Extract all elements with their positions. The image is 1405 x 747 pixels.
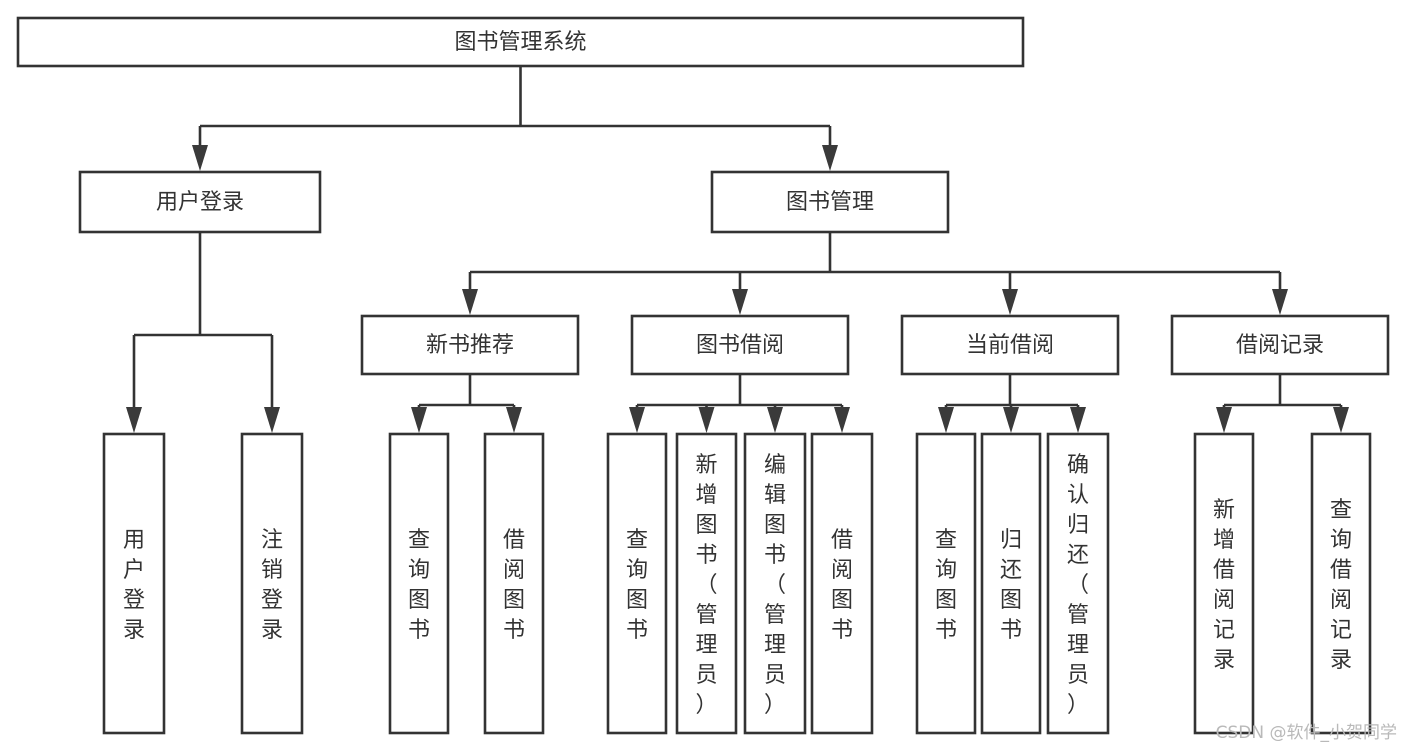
node-leaf-borrow-book-1[interactable]: 借阅图书 — [483, 432, 545, 735]
node-label: 新书推荐 — [426, 333, 514, 358]
node-label: 借阅图书 — [503, 528, 525, 643]
arrow-head-icon — [126, 407, 142, 433]
node-box — [78, 170, 322, 234]
node-leaf-borrow-book-2[interactable]: 借阅图书 — [810, 432, 874, 735]
node-l2-new-book-rec[interactable]: 新书推荐 — [360, 314, 580, 376]
node-box — [102, 432, 166, 735]
node-layer: 图书管理系统用户登录图书管理新书推荐图书借阅当前借阅借阅记录用户登录注销登录查询… — [16, 16, 1390, 735]
node-box — [483, 432, 545, 735]
node-leaf-add-record[interactable]: 新增借阅记录 — [1193, 432, 1255, 735]
node-label: 借阅图书 — [831, 528, 853, 643]
node-leaf-edit-book[interactable]: 编辑图书（管理员） — [743, 432, 807, 735]
node-box — [743, 432, 807, 735]
csdn-watermark: CSDN @软件_小贺同学 — [1215, 723, 1397, 743]
node-label: 查询借阅记录 — [1330, 498, 1352, 673]
node-label: 注销登录 — [261, 528, 283, 643]
node-label: 查询图书 — [935, 528, 957, 643]
arrow-head-icon — [698, 407, 715, 433]
arrow-head-icon — [1070, 407, 1086, 433]
arrow-head-icon — [462, 289, 478, 315]
node-box — [915, 432, 977, 735]
node-leaf-user-logout[interactable]: 注销登录 — [240, 432, 304, 735]
node-label: 图书借阅 — [696, 333, 784, 358]
node-box — [710, 170, 950, 234]
arrow-head-icon — [629, 407, 645, 433]
arrow-head-icon — [506, 407, 522, 433]
arrow-head-icon — [834, 407, 850, 433]
node-label: 图书管理系统 — [454, 30, 586, 55]
arrow-head-icon — [732, 289, 748, 315]
arrow-head-icon — [411, 407, 427, 433]
node-box — [675, 432, 738, 735]
node-label: 确认归还（管理员） — [1067, 453, 1089, 718]
node-leaf-return-book[interactable]: 归还图书 — [980, 432, 1042, 735]
arrow-head-icon — [1002, 289, 1018, 315]
node-leaf-user-login[interactable]: 用户登录 — [102, 432, 166, 735]
node-label: 归还图书 — [1000, 528, 1022, 643]
node-leaf-query-book-1[interactable]: 查询图书 — [388, 432, 450, 735]
node-label: 查询图书 — [408, 528, 430, 643]
node-box — [360, 314, 580, 376]
node-l1-user-login[interactable]: 用户登录 — [78, 170, 322, 234]
node-leaf-confirm-return[interactable]: 确认归还（管理员） — [1046, 432, 1110, 735]
node-box — [900, 314, 1120, 376]
node-box — [606, 432, 668, 735]
node-box — [980, 432, 1042, 735]
node-box — [1193, 432, 1255, 735]
node-label: 查询图书 — [626, 528, 648, 643]
node-label: 用户登录 — [123, 528, 145, 643]
arrow-head-icon — [192, 145, 208, 171]
arrow-head-icon — [1216, 407, 1232, 433]
node-label: 编辑图书（管理员） — [764, 453, 786, 718]
node-label: 借阅记录 — [1236, 333, 1324, 358]
arrow-head-icon — [822, 145, 838, 171]
node-box — [16, 16, 1025, 68]
node-leaf-query-book-2[interactable]: 查询图书 — [606, 432, 668, 735]
arrow-head-icon — [1272, 289, 1288, 315]
node-l2-current-loan[interactable]: 当前借阅 — [900, 314, 1120, 376]
arrow-head-icon — [264, 407, 280, 433]
node-box — [810, 432, 874, 735]
node-box — [1170, 314, 1390, 376]
node-label: 当前借阅 — [966, 333, 1054, 358]
arrow-head-icon — [767, 407, 783, 433]
node-label: 图书管理 — [786, 190, 874, 215]
node-l2-book-borrow[interactable]: 图书借阅 — [630, 314, 850, 376]
node-label: 新增图书（管理员） — [695, 453, 717, 718]
node-box — [240, 432, 304, 735]
node-box — [1046, 432, 1110, 735]
node-root[interactable]: 图书管理系统 — [16, 16, 1025, 68]
node-leaf-query-record[interactable]: 查询借阅记录 — [1310, 432, 1372, 735]
node-box — [388, 432, 450, 735]
node-label: 新增借阅记录 — [1213, 498, 1235, 673]
node-box — [1310, 432, 1372, 735]
node-l2-loan-record[interactable]: 借阅记录 — [1170, 314, 1390, 376]
node-leaf-add-book[interactable]: 新增图书（管理员） — [675, 432, 738, 735]
arrow-head-icon — [938, 407, 954, 433]
node-leaf-query-book-3[interactable]: 查询图书 — [915, 432, 977, 735]
node-l1-book-manage[interactable]: 图书管理 — [710, 170, 950, 234]
node-box — [630, 314, 850, 376]
arrow-head-icon — [1003, 407, 1019, 433]
connector-layer — [126, 66, 1349, 433]
node-label: 用户登录 — [156, 190, 244, 215]
arrow-head-icon — [1333, 407, 1349, 433]
